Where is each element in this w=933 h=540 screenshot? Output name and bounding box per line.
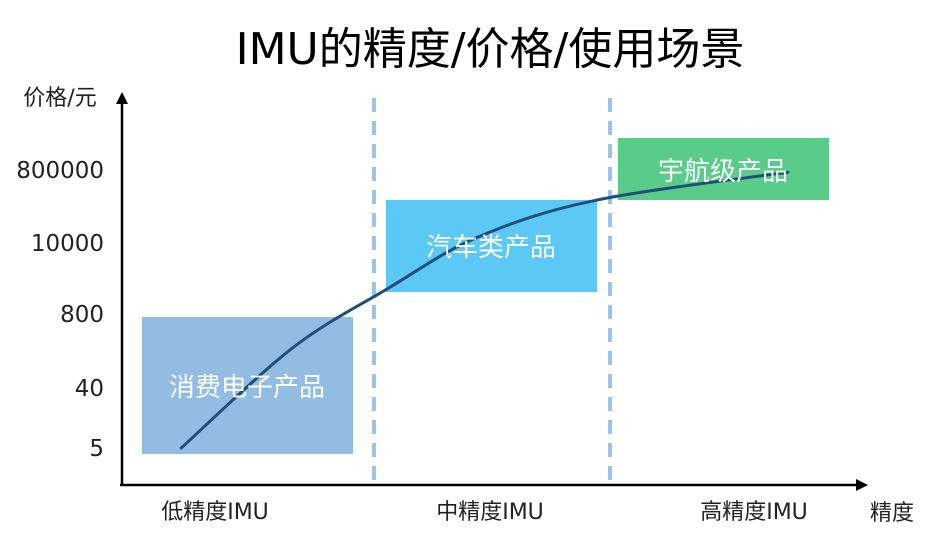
x-category-label: 中精度IMU bbox=[436, 500, 544, 525]
y-axis-label: 价格/元 bbox=[23, 86, 96, 111]
y-tick-label: 800 bbox=[60, 302, 104, 328]
dividers bbox=[372, 98, 612, 485]
curve-layer bbox=[179, 170, 790, 450]
y-tick-label: 800000 bbox=[16, 158, 104, 184]
x-axis-label: 精度 bbox=[870, 501, 914, 526]
x-category-label: 低精度IMU bbox=[161, 500, 269, 525]
y-tick-label: 10000 bbox=[31, 231, 104, 257]
x-category-labels: 低精度IMU 中精度IMU 高精度IMU bbox=[161, 500, 808, 525]
region-label: 消费电子产品 bbox=[169, 373, 325, 403]
x-category-label: 高精度IMU bbox=[700, 500, 808, 525]
y-tick-labels: 5 40 800 10000 800000 bbox=[16, 158, 104, 462]
y-tick-label: 40 bbox=[75, 376, 104, 402]
chart-title: IMU的精度/价格/使用场景 bbox=[236, 24, 745, 75]
region-label: 汽车类产品 bbox=[426, 233, 556, 263]
y-tick-label: 5 bbox=[89, 436, 104, 462]
region-label: 宇航级产品 bbox=[658, 157, 788, 187]
region-boxes bbox=[142, 138, 829, 454]
region-box bbox=[386, 200, 597, 292]
box-labels: 消费电子产品 汽车类产品 宇航级产品 bbox=[169, 157, 788, 403]
series-line bbox=[179, 170, 790, 450]
